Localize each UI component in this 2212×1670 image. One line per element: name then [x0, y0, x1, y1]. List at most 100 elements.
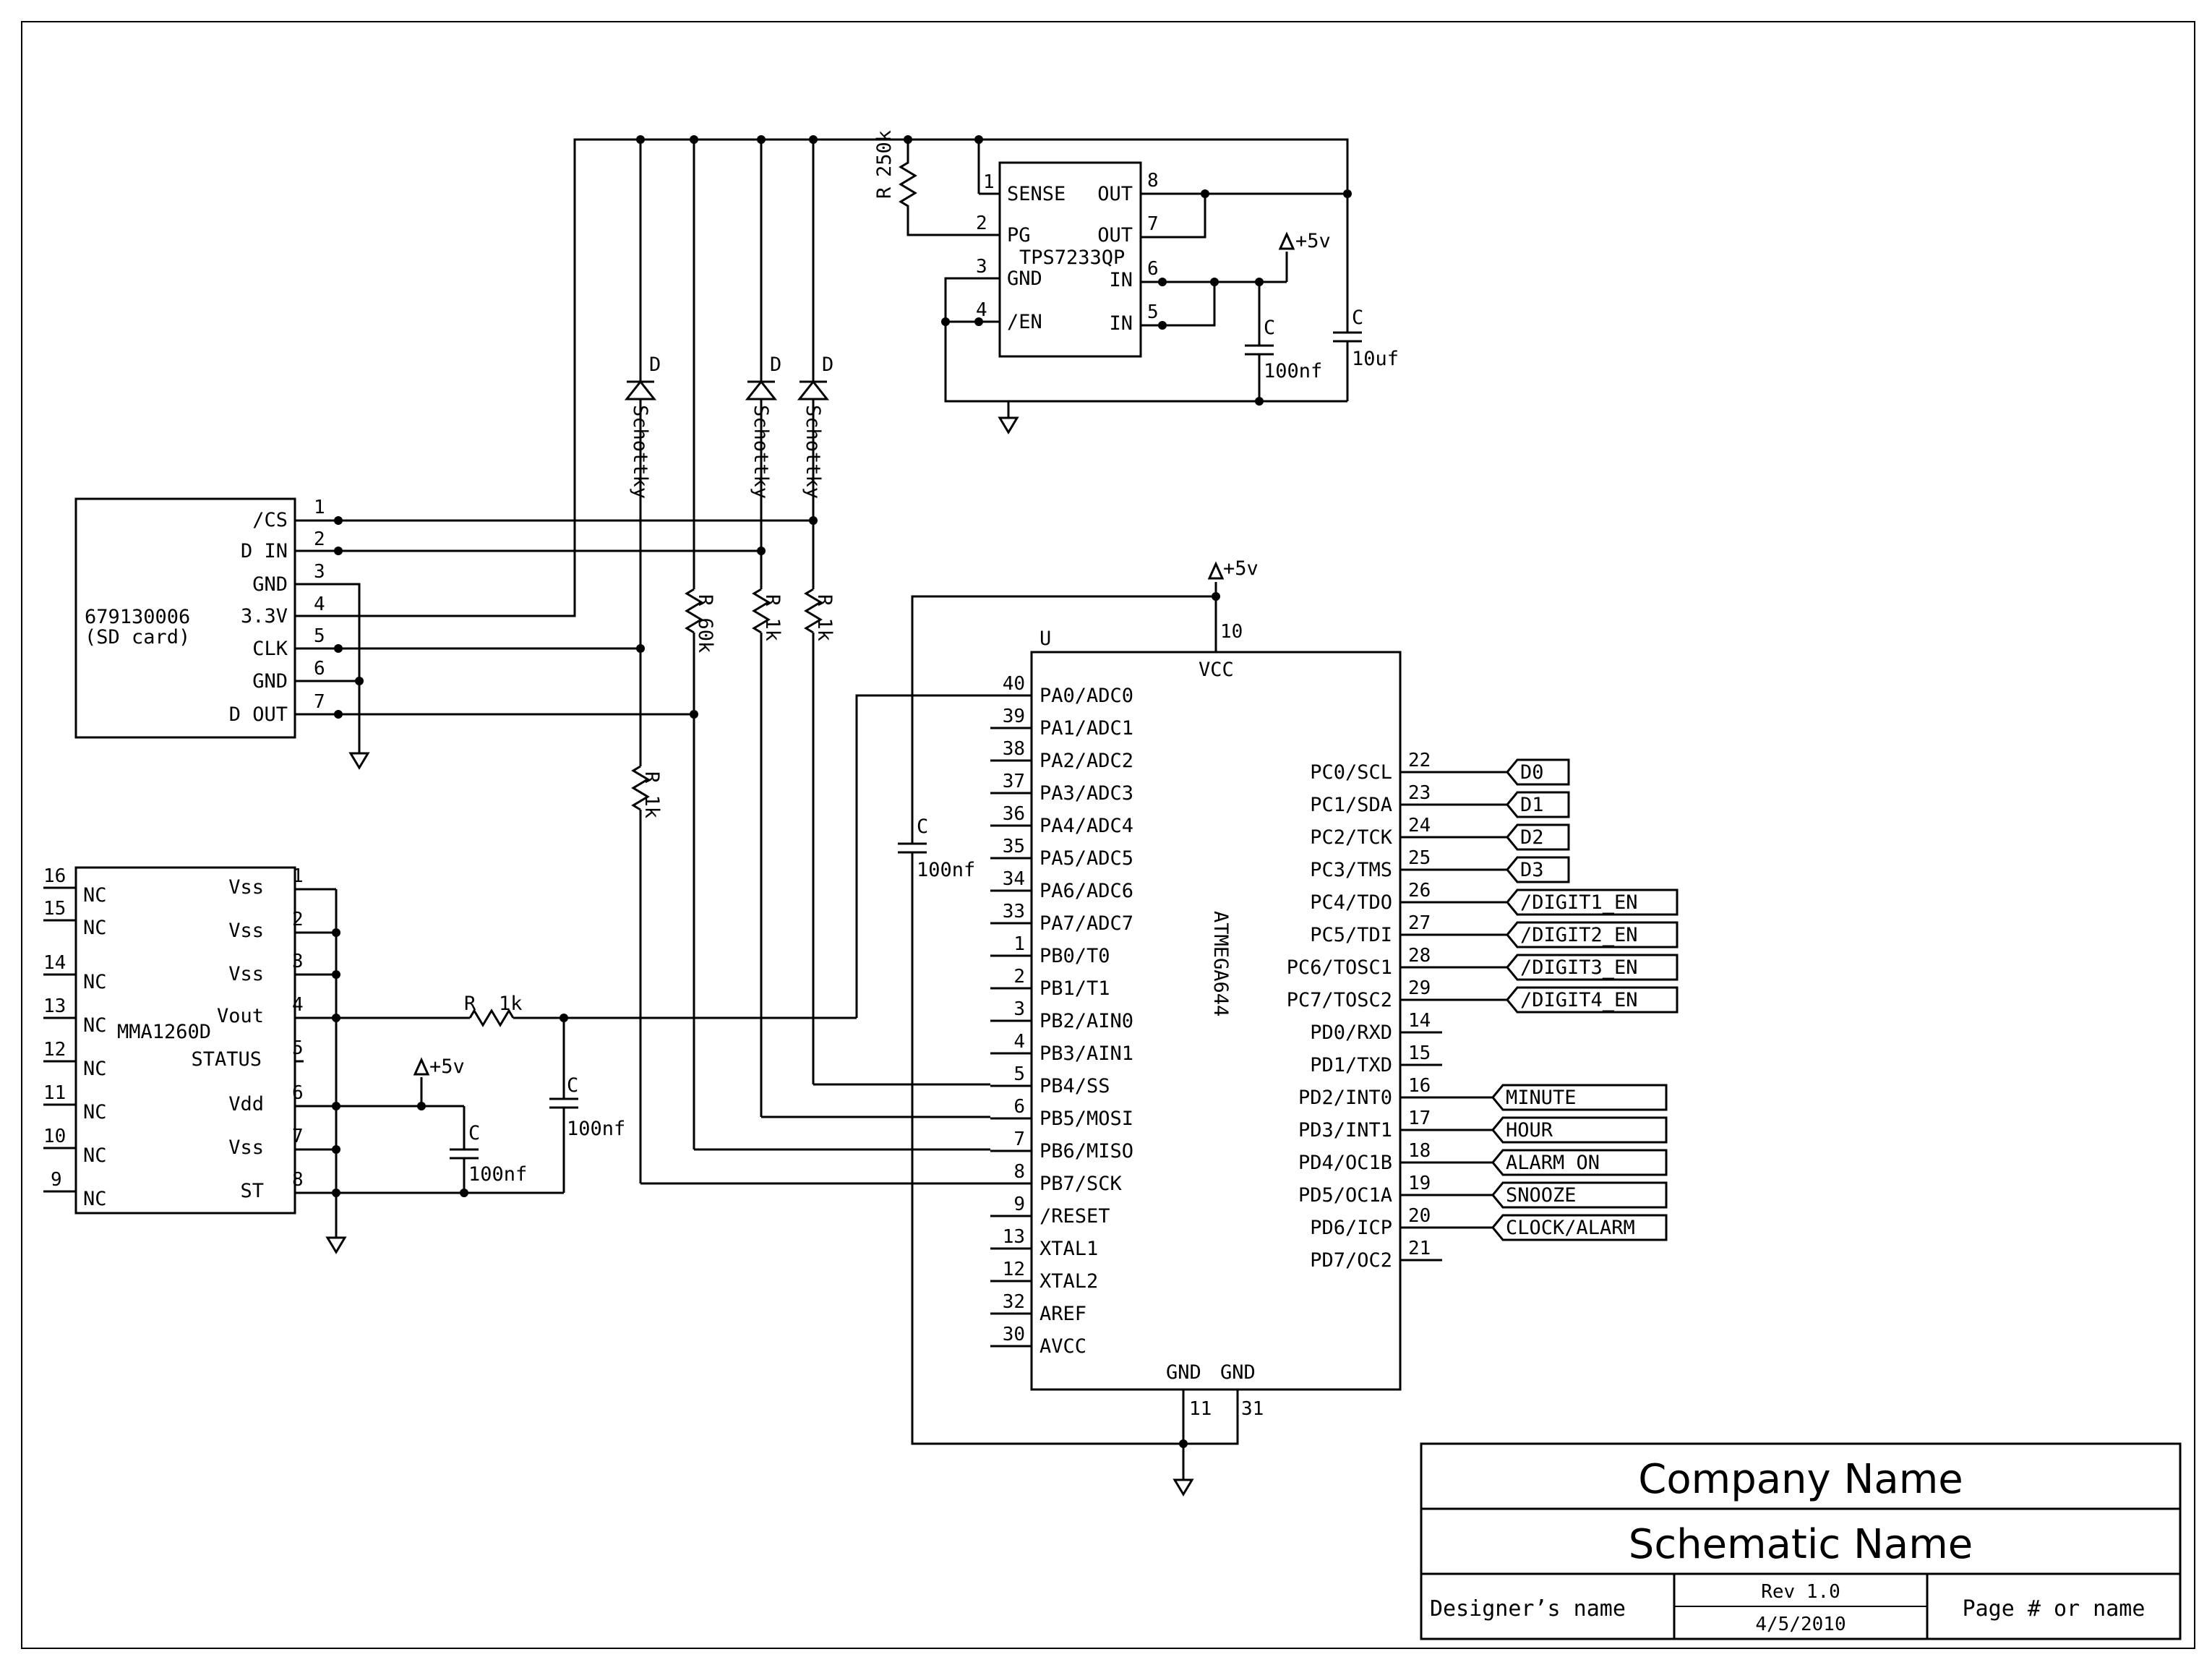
- accel-pin5-name: STATUS: [191, 1048, 262, 1071]
- accel-pin5-num: 5: [292, 1037, 304, 1059]
- reg-cap2-ref: C: [1352, 307, 1363, 329]
- pin-number: 36: [1003, 803, 1025, 825]
- sd-pin4-name: 3.3V: [241, 605, 288, 628]
- pullup-resistors: R 60k R 1k R 1k R 1k: [631, 140, 836, 1183]
- net-label: /DIGIT1_EN: [1520, 891, 1638, 914]
- pin-number: 38: [1003, 738, 1025, 760]
- pin-name: PB3/AIN1: [1039, 1042, 1133, 1065]
- accel-r-ref: R: [464, 993, 476, 1015]
- pin-number: 30: [1003, 1324, 1025, 1345]
- reg-pin7-num: 7: [1147, 213, 1159, 235]
- pin-name: PA0/ADC0: [1039, 685, 1133, 707]
- accel-pin11-name: NC: [83, 1101, 107, 1123]
- accel-pin9-name: NC: [83, 1188, 107, 1210]
- title-block: Company Name Schematic Name Designer’s n…: [1420, 1442, 2182, 1640]
- pin-name: PC3/TMS: [1310, 859, 1392, 881]
- mcu-part: ATMEGA644: [1209, 911, 1232, 1016]
- pin-name: XTAL2: [1039, 1270, 1098, 1293]
- accel-c2-value: 100nf: [567, 1118, 625, 1140]
- accel-pin15-name: NC: [83, 917, 107, 939]
- accel-pin2-num: 2: [292, 909, 304, 930]
- reg-pin2-num: 2: [976, 213, 987, 234]
- date: 4/5/2010: [1755, 1614, 1846, 1635]
- accel-pin12-name: NC: [83, 1058, 107, 1080]
- mcu-left-pins: 40PA0/ADC039PA1/ADC138PA2/ADC237PA3/ADC3…: [990, 673, 1133, 1358]
- pin-name: AVCC: [1039, 1335, 1086, 1358]
- diode3-ref: D: [822, 354, 833, 376]
- reg-pin7-name: OUT: [1097, 224, 1133, 247]
- reg-pin5-num: 5: [1147, 301, 1159, 323]
- accel-pin7-name: Vss: [228, 1136, 264, 1159]
- net-label: D1: [1520, 794, 1544, 816]
- accel-pin4-name: Vout: [217, 1005, 264, 1027]
- net-flag: [1491, 1149, 1668, 1176]
- pin-number: 39: [1003, 706, 1025, 727]
- pin-name: /RESET: [1039, 1205, 1110, 1228]
- schematic-name: Schematic Name: [1629, 1521, 1973, 1568]
- pin-name: PA1/ADC1: [1039, 717, 1133, 740]
- pin-name: PA6/ADC6: [1039, 880, 1133, 902]
- pin-number: 24: [1408, 815, 1431, 836]
- reg-pin8-name: OUT: [1097, 183, 1133, 205]
- accel-c1-value: 100nf: [468, 1163, 527, 1186]
- accel-pin12-num: 12: [43, 1039, 66, 1061]
- accel-pin13-num: 13: [43, 995, 66, 1017]
- reg-pin2-name: PG: [1007, 224, 1031, 247]
- net-flag: [1506, 888, 1679, 916]
- pin-number: 40: [1003, 673, 1025, 695]
- rail-3v3: [338, 135, 1349, 617]
- sd-pin6-name: GND: [252, 670, 288, 693]
- net-flag: [1506, 921, 1679, 949]
- accel-pin8-name: ST: [240, 1180, 264, 1202]
- mcu-vcc-label: VCC: [1199, 659, 1234, 681]
- sd-pin3-num: 3: [314, 561, 325, 583]
- sd-pin2-num: 2: [314, 528, 325, 550]
- reg-pin5-name: IN: [1109, 312, 1133, 335]
- net-flag: [1506, 791, 1570, 818]
- pin-number: 18: [1408, 1140, 1431, 1162]
- pin-number: 34: [1003, 868, 1025, 890]
- pin-name: PB5/MOSI: [1039, 1108, 1133, 1130]
- diode3-type: Schottky: [802, 405, 824, 499]
- accel-pin16-name: NC: [83, 884, 107, 907]
- pin-name: PC2/TCK: [1310, 826, 1393, 849]
- sd-pin7-num: 7: [314, 691, 325, 713]
- pin-number: 21: [1408, 1238, 1431, 1259]
- pin-name: PC5/TDI: [1310, 924, 1392, 946]
- pin-number: 22: [1408, 750, 1431, 771]
- pin-number: 7: [1013, 1129, 1025, 1150]
- pin-name: PB7/SCK: [1039, 1173, 1123, 1195]
- pin-name: PA7/ADC7: [1039, 912, 1133, 935]
- reg-pin8-num: 8: [1147, 170, 1159, 192]
- reg-pin4-num: 4: [976, 299, 987, 321]
- regulator: TPS7233QP 1 2 3 4 SENSE PG GND /EN 8 7 6…: [873, 130, 1399, 434]
- pin-number: 17: [1408, 1108, 1431, 1129]
- reg-pin3-name: GND: [1007, 267, 1042, 290]
- mcu-cap-ref: C: [917, 815, 928, 838]
- net-label: D2: [1520, 826, 1544, 849]
- pin-number: 20: [1408, 1205, 1431, 1227]
- pin-name: AREF: [1039, 1303, 1086, 1325]
- pin-number: 32: [1003, 1291, 1025, 1313]
- net-label: D3: [1520, 859, 1544, 881]
- accel-pin6-name: Vdd: [228, 1093, 264, 1116]
- accel-pin14-name: NC: [83, 971, 107, 993]
- mcu: U ATMEGA644 VCC 10 GND GND 11 31 +5v C 1…: [640, 557, 1679, 1496]
- accel-part: MMA1260D: [117, 1021, 211, 1043]
- pin-number: 3: [1013, 998, 1025, 1020]
- diode1-type: Schottky: [629, 405, 651, 499]
- reg-pin6-num: 6: [1147, 258, 1159, 280]
- pin-name: PB6/MISO: [1039, 1140, 1133, 1162]
